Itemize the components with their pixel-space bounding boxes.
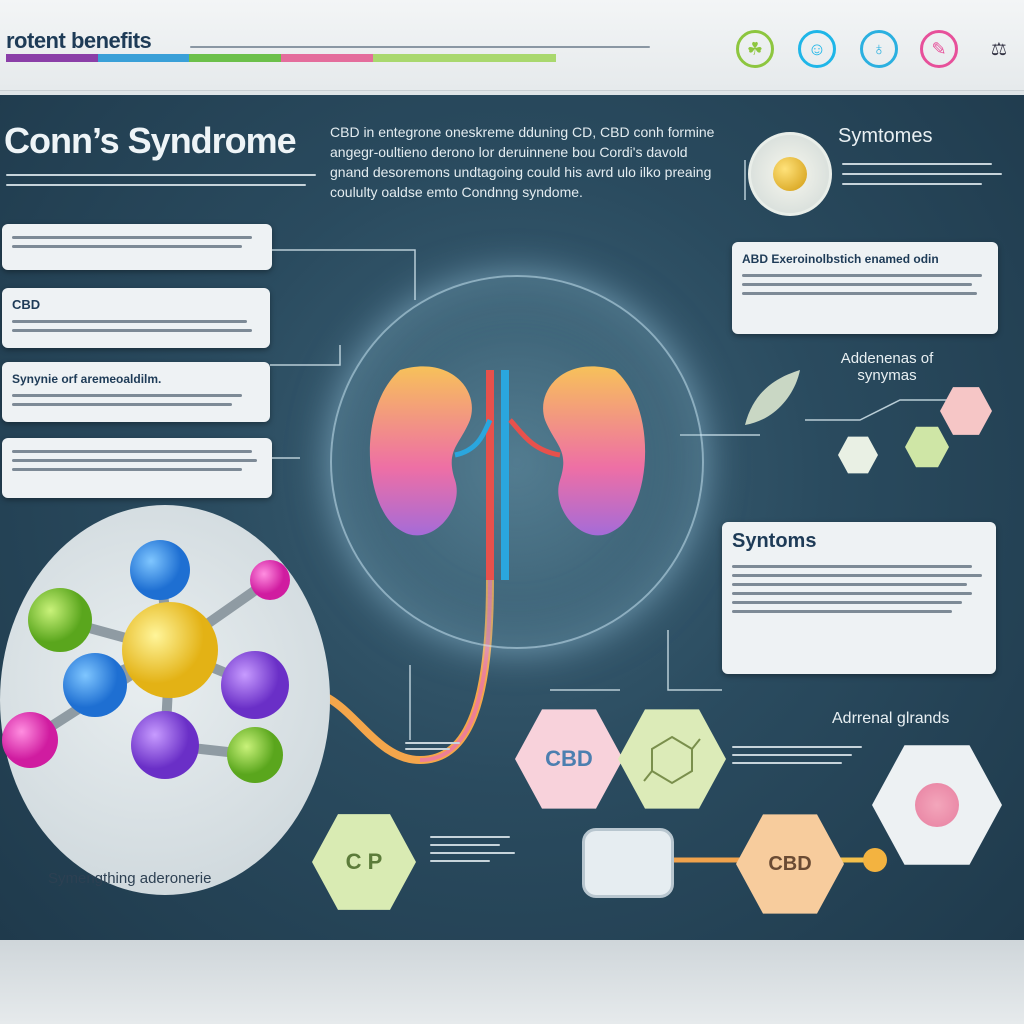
scale-icon[interactable]: ⚖	[990, 38, 1008, 59]
kidney-illustration	[369, 366, 646, 580]
hex-small-leaf	[838, 436, 878, 474]
hex-cbd-orange: CBD	[736, 814, 844, 914]
info-card-4	[2, 438, 272, 498]
header-color-stripe	[6, 54, 557, 62]
gene-icon[interactable]: ♁	[860, 30, 898, 68]
adrenal-lines	[732, 740, 872, 770]
abd-card: ABD Exeroinolbstich enamed odin	[732, 242, 998, 334]
abd-card-title: ABD Exeroinolbstich enamed odin	[742, 252, 939, 266]
symptoms-title: Symtomes	[838, 125, 933, 147]
adrenal-label: Adrrenal glrands	[832, 710, 950, 727]
hex-cbd-orange-label: CBD	[768, 852, 812, 875]
hex-cbd-green: C P	[312, 814, 416, 910]
ribbon-icon[interactable]: ✎	[920, 30, 958, 68]
intro-paragraph: CBD in entegrone oneskreme dduning CD, C…	[330, 124, 715, 200]
syntoms-card: Syntoms	[722, 522, 996, 674]
symptoms-lines	[842, 155, 1012, 193]
hex-cbd-green-label: C P	[345, 849, 383, 874]
intro-subtext	[6, 170, 326, 194]
annotation-lines	[405, 738, 465, 754]
info-card-1	[2, 224, 272, 270]
page-title: Conn’s Syndrome	[4, 120, 297, 161]
annotation-lines-2	[430, 830, 520, 868]
leaf-icon[interactable]: ☘	[736, 30, 774, 68]
hex-adrenal	[872, 745, 1002, 865]
info-card-cbd: CBD	[2, 288, 270, 348]
footer-band	[0, 940, 1024, 1024]
molecule-label: Symengthing aderonerie	[48, 870, 212, 887]
leaf-icon	[745, 370, 800, 425]
header-title: rotent benefits	[6, 28, 152, 53]
hex-molecule-green	[618, 709, 726, 809]
hex-cbd-pink-label: CBD	[545, 746, 593, 771]
header-bar: rotent benefits ☘ ☺ ♁ ✎ ⚖	[0, 0, 1024, 91]
hex-small-pink	[940, 387, 992, 435]
connector-pill	[582, 828, 674, 898]
adrenal-icon	[915, 783, 959, 827]
card-title: Synynie orf aremeoaldilm.	[12, 372, 162, 386]
right-kidney	[543, 366, 646, 536]
molecule-icon	[643, 735, 701, 785]
left-kidney	[369, 366, 472, 536]
addenenas-label: Addenenas of synymas	[840, 350, 934, 384]
face-icon[interactable]: ☺	[798, 30, 836, 68]
card-title: CBD	[12, 297, 41, 312]
molecule-model	[2, 540, 290, 783]
syntoms-title: Syntoms	[732, 530, 817, 552]
symptom-orb	[748, 132, 832, 216]
info-card-3: Synynie orf aremeoaldilm.	[2, 362, 270, 422]
hex-cbd-pink: CBD	[515, 709, 623, 809]
